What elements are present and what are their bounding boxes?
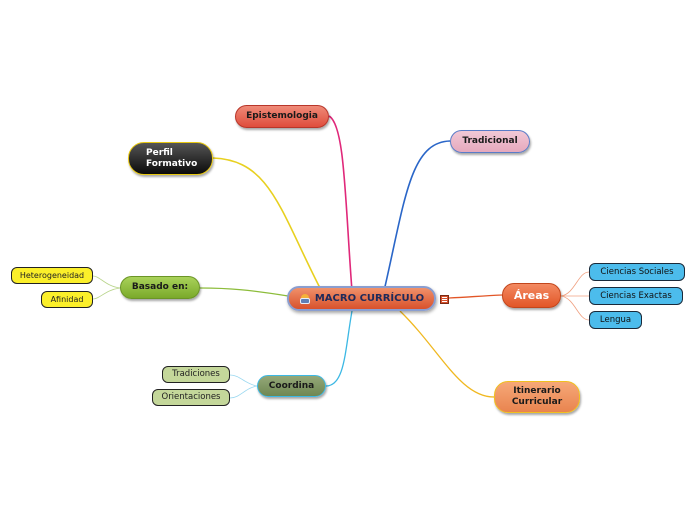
subtopic-lengua[interactable]: Lengua	[589, 311, 642, 329]
subtopic-orientaciones[interactable]: Orientaciones	[152, 389, 230, 406]
central-topic-label: MACRO CURRÍCULO	[314, 293, 425, 304]
link-orientaciones	[229, 385, 258, 399]
link-epistemologia	[328, 115, 353, 292]
link-lengua	[560, 295, 590, 321]
subtopic-heterogeneidad[interactable]: Heterogeneidad	[11, 267, 93, 284]
link-perfil	[212, 157, 321, 289]
subtopic-afinidad[interactable]: Afinidad	[41, 291, 93, 308]
topic-tradicional[interactable]: Tradicional	[450, 130, 530, 153]
link-coordina	[325, 310, 353, 387]
subtopic-ciencias-exactas[interactable]: Ciencias Exactas	[589, 287, 683, 305]
person-icon	[299, 293, 311, 304]
link-afinidad	[92, 287, 121, 300]
central-topic[interactable]: MACRO CURRÍCULO	[287, 286, 436, 311]
topic-coordina[interactable]: Coordina	[257, 375, 326, 397]
link-basado	[199, 287, 289, 297]
topic-basado-en[interactable]: Basado en:	[120, 276, 200, 299]
topic-areas[interactable]: Áreas	[502, 283, 561, 308]
topic-perfil-formativo[interactable]: Perfil Formativo	[128, 142, 213, 175]
topic-itinerario-curricular[interactable]: Itinerario Curricular	[494, 381, 580, 413]
link-areas	[448, 294, 503, 299]
link-heterogeneidad	[92, 275, 121, 289]
link-itinerario	[399, 310, 495, 398]
link-ciencias-sociales	[560, 271, 590, 297]
subtopic-tradiciones[interactable]: Tradiciones	[162, 366, 230, 383]
topic-epistemologia[interactable]: Epistemologia	[235, 105, 329, 128]
subtopic-ciencias-sociales[interactable]: Ciencias Sociales	[589, 263, 685, 281]
link-tradicional	[383, 140, 451, 292]
link-tradiciones	[229, 374, 258, 387]
note-icon[interactable]	[440, 295, 449, 304]
